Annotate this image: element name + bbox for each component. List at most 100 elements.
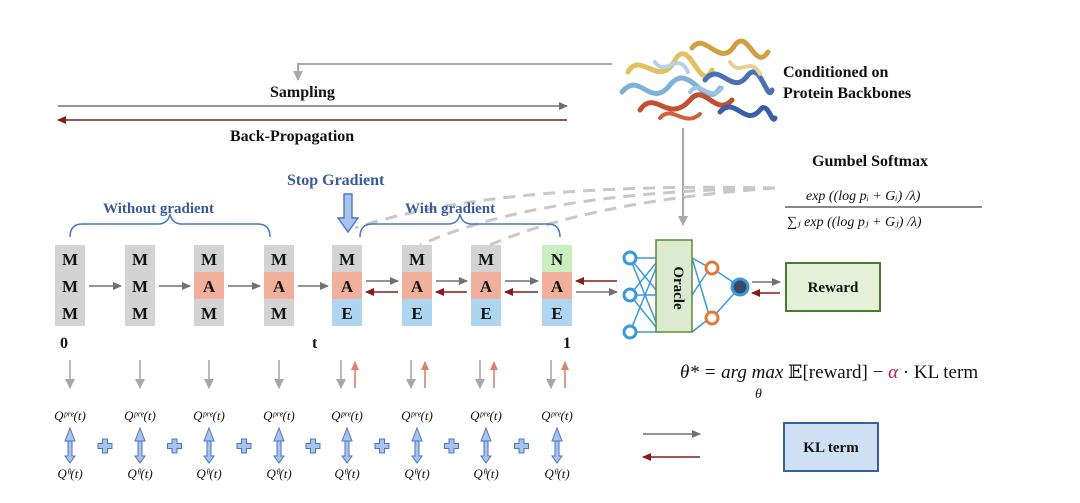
- oracle-label: Oracle: [670, 266, 686, 310]
- sequence-cell: [332, 272, 362, 299]
- sequence-cell: [332, 245, 362, 272]
- sampling-label: Sampling: [270, 84, 335, 101]
- sequence-token: M: [339, 250, 355, 269]
- gumbel-dashed-links: [354, 185, 776, 247]
- oracle-network: Oracle: [622, 239, 750, 340]
- kl-term-label: KL term: [803, 440, 859, 456]
- sequence-cell: [332, 299, 362, 326]
- q-pre-label: Qᵖʳᵉ(t): [541, 408, 573, 423]
- plus-icon: [374, 438, 390, 454]
- sequence-cell: [264, 272, 294, 299]
- sequence-cell: [471, 272, 501, 299]
- sequence-token: E: [551, 304, 562, 323]
- q-theta-label: Qᶿ(t): [544, 466, 569, 481]
- sequence-cell: [264, 245, 294, 272]
- sequence-token: M: [132, 304, 148, 323]
- sequence-cell: [55, 272, 85, 299]
- sequence-cell: [264, 299, 294, 326]
- conditioned-label-line2: Protein Backbones: [783, 85, 911, 102]
- sequence-column: MAM: [194, 245, 224, 326]
- sequence-cell: [402, 245, 432, 272]
- sequence-column: MAE: [402, 245, 432, 326]
- objective-rhs: · KL term: [898, 362, 978, 383]
- sequence-token: M: [62, 277, 78, 296]
- plus-icon: [444, 438, 459, 454]
- backprop-label: Back-Propagation: [230, 128, 354, 145]
- objective-lhs: θ* = arg max: [680, 362, 784, 383]
- sequence-cell: [125, 272, 155, 299]
- sequence-token: A: [411, 277, 424, 296]
- sequence-token: M: [478, 250, 494, 269]
- q-pre-label: Qᵖʳᵉ(t): [401, 408, 433, 423]
- q-theta-label: Qᶿ(t): [334, 466, 359, 481]
- double-arrow-head: [411, 426, 423, 442]
- sequence-cell: [55, 299, 85, 326]
- column-arrows: [65, 277, 618, 389]
- sequence-column: NAE: [542, 245, 572, 326]
- q-pre-label: Qᵖʳᵉ(t): [54, 408, 86, 423]
- sequence-cell: [542, 272, 572, 299]
- sequence-token: M: [132, 250, 148, 269]
- protein-structure-image: [619, 38, 778, 122]
- double-arrow-head: [480, 426, 492, 442]
- without-gradient-label: Without gradient: [103, 201, 214, 217]
- sequence-token: M: [62, 250, 78, 269]
- svg-text:θ* = arg max 𝔼[reward] − α ·: θ* = arg max 𝔼[reward] − α · KL term: [680, 362, 978, 383]
- sequence-cell: [471, 299, 501, 326]
- plus-icon: [236, 438, 252, 454]
- sequence-token: A: [341, 277, 354, 296]
- sequence-token: M: [271, 250, 287, 269]
- sequence-token: A: [480, 277, 493, 296]
- sequence-cell: [194, 272, 224, 299]
- time-tick-t: t: [312, 335, 318, 352]
- q-pre-label: Qᵖʳᵉ(t): [124, 408, 156, 423]
- time-tick-0: 0: [60, 335, 68, 352]
- reward-box: [785, 262, 881, 312]
- sequence-token: A: [273, 277, 286, 296]
- gumbel-denominator: ∑ⱼ exp ((log pⱼ + Gⱼ) /λ): [787, 215, 922, 230]
- sequence-column: MAE: [332, 245, 362, 326]
- sequence-column: MAM: [264, 245, 294, 326]
- double-arrow-head: [64, 426, 76, 442]
- plus-icon: [514, 438, 529, 454]
- objective-alpha: α: [888, 362, 899, 383]
- plus-icon: [305, 438, 321, 454]
- without-gradient-brace: [69, 213, 271, 238]
- sequence-cell: [402, 299, 432, 326]
- gumbel-softmax-title: Gumbel Softmax: [812, 153, 928, 170]
- sequence-cell: [125, 299, 155, 326]
- q-theta-label: Qᶿ(t): [473, 466, 498, 481]
- q-pre-label: Qᵖʳᵉ(t): [193, 408, 225, 423]
- q-pre-label: Qᵖʳᵉ(t): [470, 408, 502, 423]
- conditioned-label-line1: Conditioned on: [783, 64, 888, 81]
- sequence-token: A: [203, 277, 216, 296]
- q-pre-label: Qᵖʳᵉ(t): [263, 408, 295, 423]
- q-theta-label: Qᶿ(t): [196, 466, 221, 481]
- sequence-token: A: [551, 277, 564, 296]
- objective-formula: θ* = arg max 𝔼[reward] − α · KL term θ: [680, 362, 978, 402]
- sequence-cell: [402, 272, 432, 299]
- q-theta-label: Qᶿ(t): [404, 466, 429, 481]
- sequence-cell: [194, 245, 224, 272]
- stop-gradient-arrow: [336, 193, 360, 234]
- sequence-token: N: [551, 250, 564, 269]
- double-arrow-head: [341, 426, 353, 442]
- oracle-box: [655, 239, 693, 333]
- double-arrow-head: [134, 426, 146, 442]
- kl-term-box: [783, 422, 879, 472]
- sequence-cell: [125, 245, 155, 272]
- plus-icon: [167, 438, 182, 454]
- stop-gradient-label: Stop Gradient: [287, 172, 385, 189]
- time-tick-1: 1: [563, 335, 571, 352]
- sequence-token: E: [411, 304, 422, 323]
- q-rows: Qᵖʳᵉ(t) Qᶿ(t) Qᵖʳᵉ(t) Qᶿ(t) Qᵖʳᵉ(t) Qᶿ(t) Qᵖʳᵉ…: [54, 408, 573, 481]
- sequence-cell: [542, 299, 572, 326]
- double-arrow-head: [551, 426, 563, 442]
- double-arrow-head: [273, 426, 285, 442]
- with-gradient-label: With gradient: [405, 201, 495, 217]
- objective-sub: θ: [755, 387, 762, 402]
- sequence-cell: [471, 245, 501, 272]
- sequence-token: M: [201, 304, 217, 323]
